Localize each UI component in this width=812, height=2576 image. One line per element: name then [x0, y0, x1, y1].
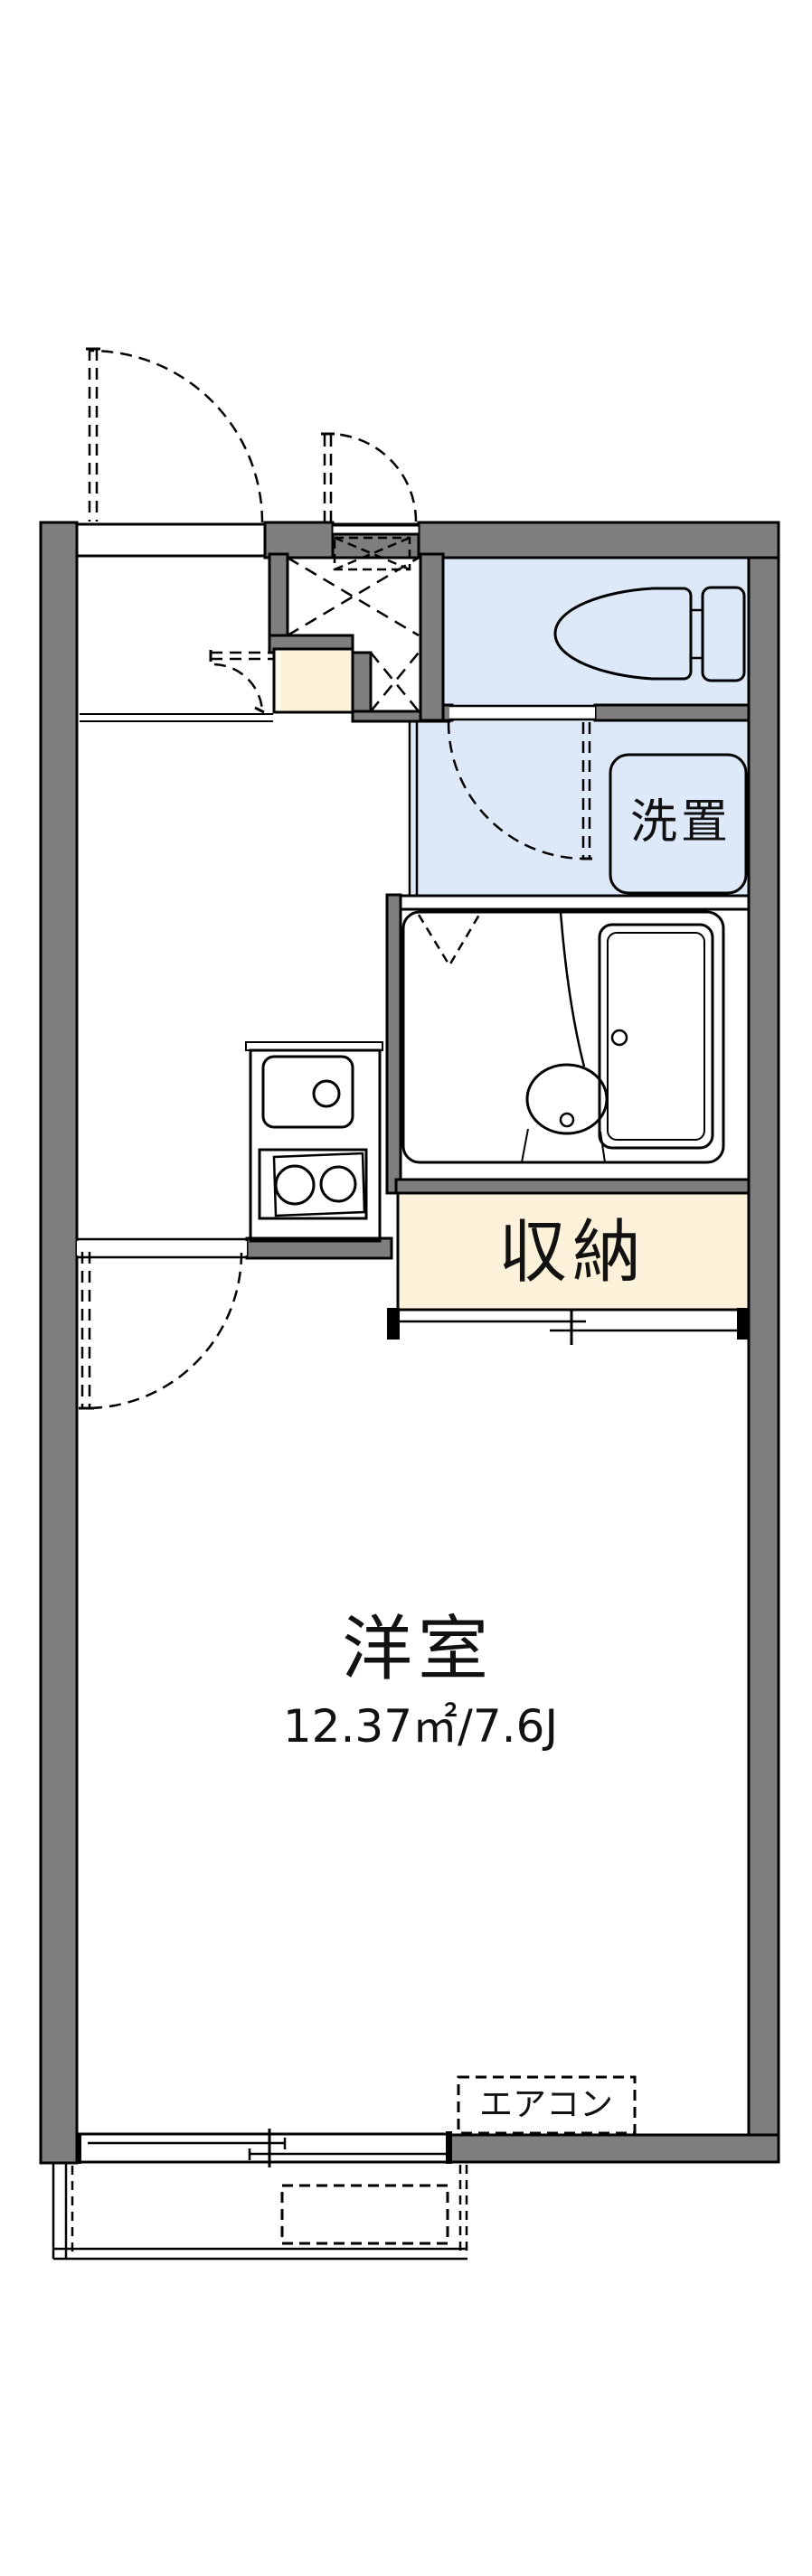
washroom-floor	[411, 720, 749, 895]
shoe-box	[272, 647, 354, 714]
closet-top-wall	[394, 1178, 751, 1195]
toilet-fixture	[553, 586, 746, 682]
walls	[39, 521, 780, 2165]
toilet-bottom-wall	[593, 703, 751, 722]
main-door-opening	[77, 1237, 247, 1259]
toilet-door-opening	[449, 704, 595, 721]
closet-doors	[387, 1308, 749, 1345]
kitchen-stove-frame	[258, 1148, 368, 1220]
stove-burner-left-icon	[274, 1164, 316, 1206]
top-outer-wall-right	[417, 521, 780, 559]
bath-folding-door-icon	[417, 914, 481, 968]
kitchen-unit	[245, 1041, 383, 1243]
meterbox-x-marks	[287, 556, 420, 712]
kitchen-faucet-icon	[312, 1079, 341, 1108]
toilet-tank-icon	[701, 586, 746, 682]
toilet-bowl-icon	[553, 587, 693, 681]
right-outer-wall	[747, 556, 780, 2164]
partition-lines	[77, 522, 749, 911]
main-room-door-swing	[85, 1252, 243, 1410]
hall-door-swing	[213, 663, 264, 711]
washroom-door	[447, 721, 592, 860]
bathroom-left-wall	[385, 893, 402, 1195]
bath-divider-line	[559, 911, 586, 1067]
bathtub-icon	[598, 923, 714, 1150]
balcony-window	[77, 2129, 452, 2167]
main-room-label: 洋室	[342, 1609, 494, 1690]
meter-door-opening	[332, 525, 420, 534]
washing-machine-pan-icon	[609, 753, 748, 895]
stove-burner-right-icon	[319, 1165, 357, 1203]
bottom-outer-wall	[448, 2133, 780, 2164]
closet-label: 収納	[498, 1212, 647, 1293]
air-conditioner-label: エアコン	[479, 2085, 613, 2124]
entrance-door	[86, 347, 264, 523]
meterbox-vertical-wall	[351, 651, 373, 713]
bath-basin-icon	[525, 1063, 609, 1135]
meterbox-door	[321, 432, 418, 522]
laundry-space-label: 洗置	[630, 795, 732, 850]
kitchen-sink-icon	[261, 1055, 354, 1129]
bathtub-drain-icon	[610, 1029, 628, 1047]
toilet-left-wall	[419, 552, 445, 722]
left-outer-wall	[39, 521, 79, 2165]
kitchen-counter-body	[249, 1048, 382, 1243]
washroom-door-swing	[447, 721, 586, 860]
bath-tray	[401, 910, 725, 1164]
kitchen-stove-top	[272, 1152, 366, 1217]
meterbox-door-swing	[327, 432, 418, 522]
room-labels: 洋室 12.37㎡/7.6J 収納 洗置	[283, 795, 732, 1753]
shoe-box-body	[272, 647, 354, 714]
main-room-door	[79, 1252, 243, 1410]
bath-basin-faucet-icon	[559, 1112, 575, 1128]
meterbox-left-wall	[268, 552, 289, 637]
top-wall-pier	[263, 521, 335, 559]
balcony-equipment-dashed-box	[280, 2184, 449, 2245]
main-room-area-label: 12.37㎡/7.6J	[283, 1700, 558, 1753]
balcony	[52, 2163, 468, 2261]
entrance-door-swing	[90, 349, 264, 523]
hall-door	[209, 650, 273, 714]
unit-bath	[401, 910, 725, 1164]
bathtub-inner-rim	[607, 932, 705, 1141]
meterbox-dashed-box	[333, 536, 411, 571]
toilet-room-floor	[443, 556, 749, 707]
air-conditioner-spot: エアコン	[457, 2075, 637, 2135]
